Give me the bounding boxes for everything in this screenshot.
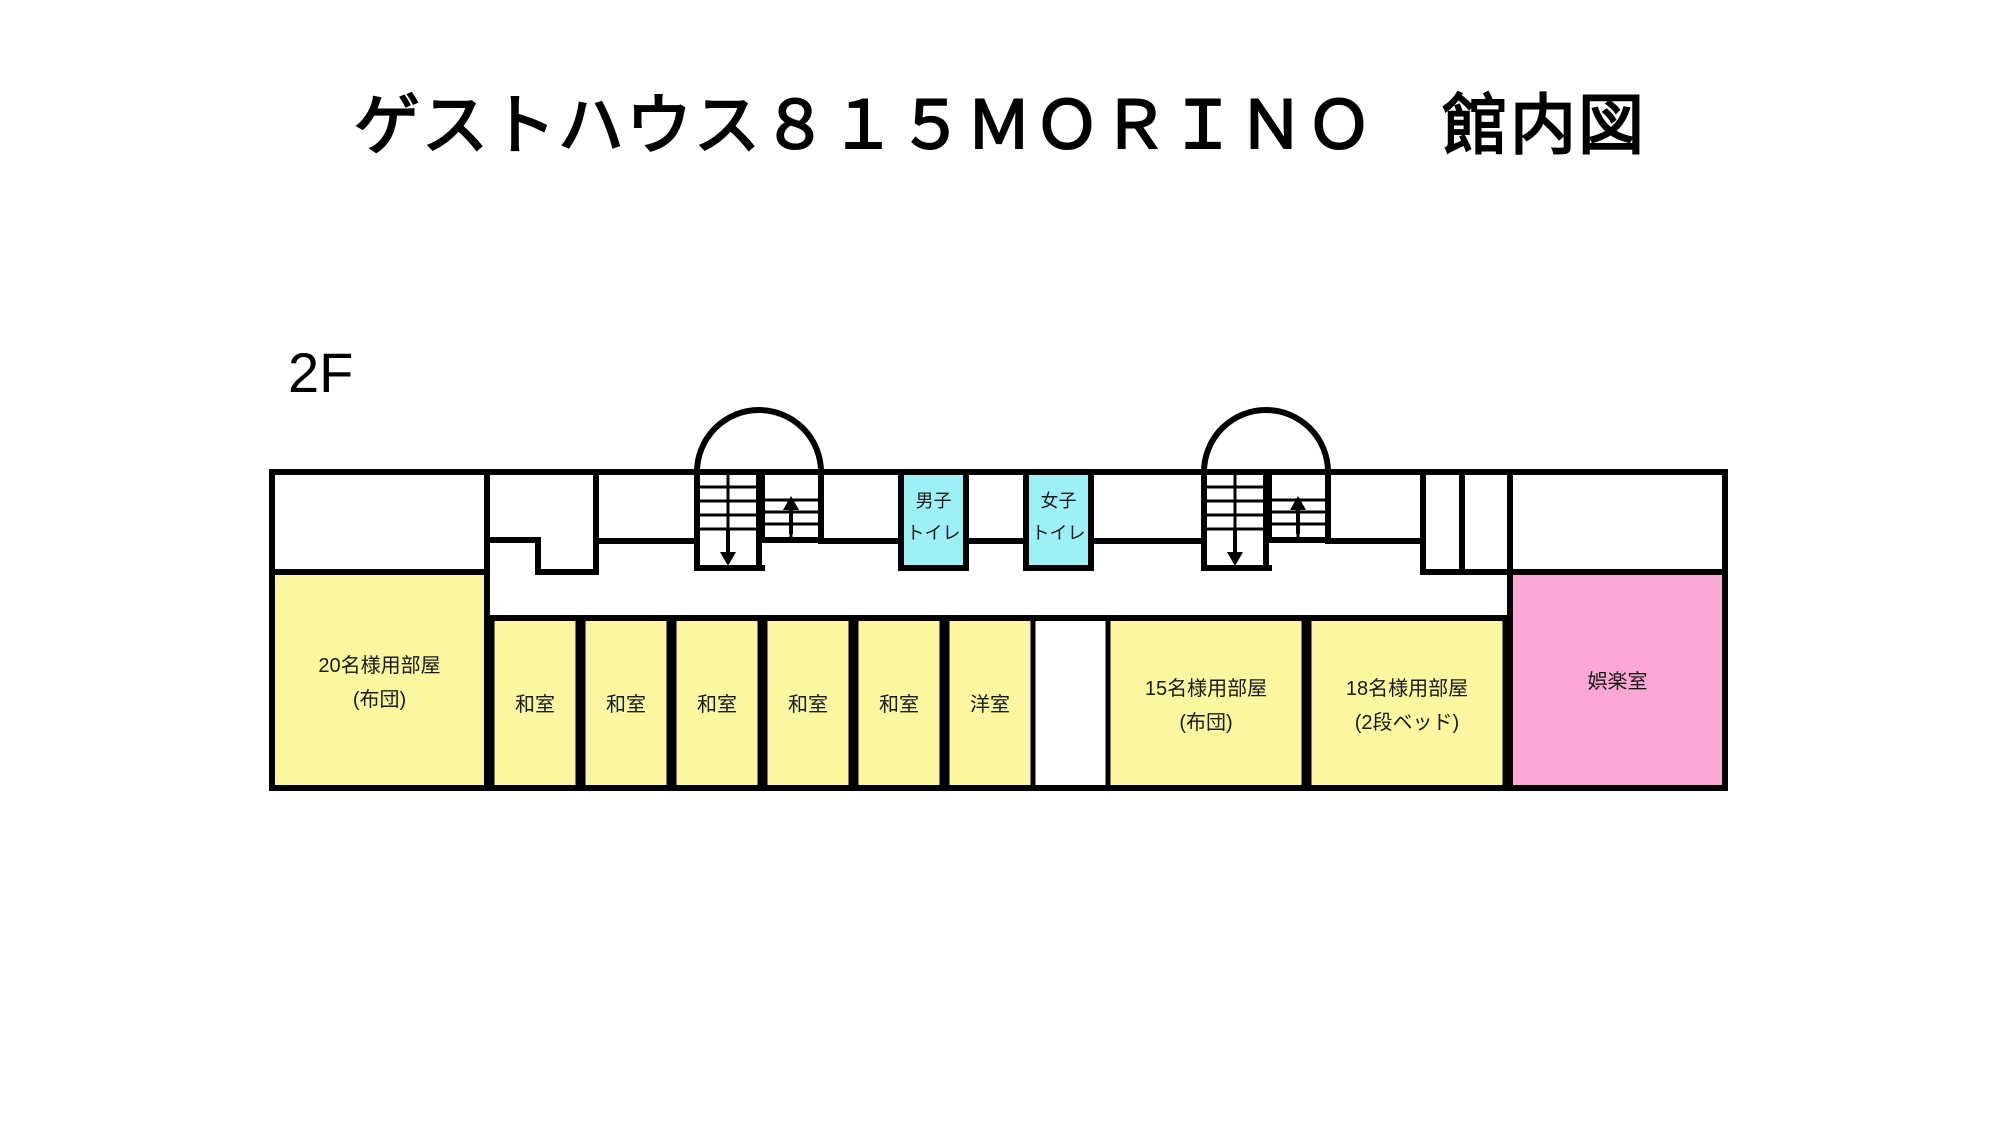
toilet-label-line1-toilet-women: 女子 xyxy=(1041,491,1077,511)
room-area-room-recreation[interactable] xyxy=(1510,572,1725,788)
arrow-up-icon xyxy=(783,496,799,534)
toilet-label-line2-toilet-men: トイレ xyxy=(907,523,961,543)
room-label-room-15: 15名様用部屋 xyxy=(1145,677,1267,700)
room-area-room-18[interactable] xyxy=(1309,618,1505,788)
room-label-room-washitsu-5: 和室 xyxy=(879,693,919,716)
room-label-room-washitsu-3: 和室 xyxy=(697,693,737,716)
room-area-room-washitsu-2[interactable] xyxy=(583,618,669,788)
room-area-room-15[interactable] xyxy=(1108,618,1304,788)
room-sublabel-room-18: (2段ベッド) xyxy=(1355,711,1459,734)
arrow-up-icon xyxy=(1290,496,1306,534)
room-sublabel-room-15: (布団) xyxy=(1179,711,1232,734)
toilet-fill-layer xyxy=(901,473,1091,567)
room-fill-layer xyxy=(272,572,1725,788)
room-label-room-18: 18名様用部屋 xyxy=(1346,677,1468,700)
toilet-label-line1-toilet-men: 男子 xyxy=(916,491,952,511)
room-label-layer: 20名様用部屋 (布団) 和室 和室 和室 和室 和室 洋室 15名様用部屋 (布団) 18名様用部… xyxy=(318,654,1647,734)
room-area-room-washitsu-4[interactable] xyxy=(765,618,851,788)
toilet-area-toilet-women[interactable] xyxy=(1026,473,1091,567)
room-label-room-recreation: 娯楽室 xyxy=(1588,670,1648,693)
room-area-room-20[interactable] xyxy=(272,572,487,788)
toilet-label-line2-toilet-women: トイレ xyxy=(1032,523,1086,543)
room-area-room-youshitsu[interactable] xyxy=(947,618,1033,788)
arrow-down-icon xyxy=(1227,529,1243,566)
page-title: ゲストハウス８１５ＭＯＲＩＮＯ 館内図 xyxy=(354,88,1646,162)
toilet-area-toilet-men[interactable] xyxy=(901,473,966,567)
room-label-room-washitsu-4: 和室 xyxy=(788,693,828,716)
stair-arrow-layer xyxy=(720,496,1306,566)
wall-layer xyxy=(269,407,1728,791)
room-label-room-washitsu-1: 和室 xyxy=(515,693,555,716)
arrow-down-icon xyxy=(720,529,736,566)
room-label-room-washitsu-2: 和室 xyxy=(606,693,646,716)
room-label-room-20: 20名様用部屋 xyxy=(318,654,440,677)
room-area-room-washitsu-3[interactable] xyxy=(674,618,760,788)
room-area-room-washitsu-1[interactable] xyxy=(492,618,578,788)
room-sublabel-room-20: (布団) xyxy=(353,688,406,711)
floor-level-label: 2F xyxy=(288,341,354,404)
room-area-room-washitsu-5[interactable] xyxy=(856,618,942,788)
room-label-room-youshitsu: 洋室 xyxy=(970,693,1010,716)
